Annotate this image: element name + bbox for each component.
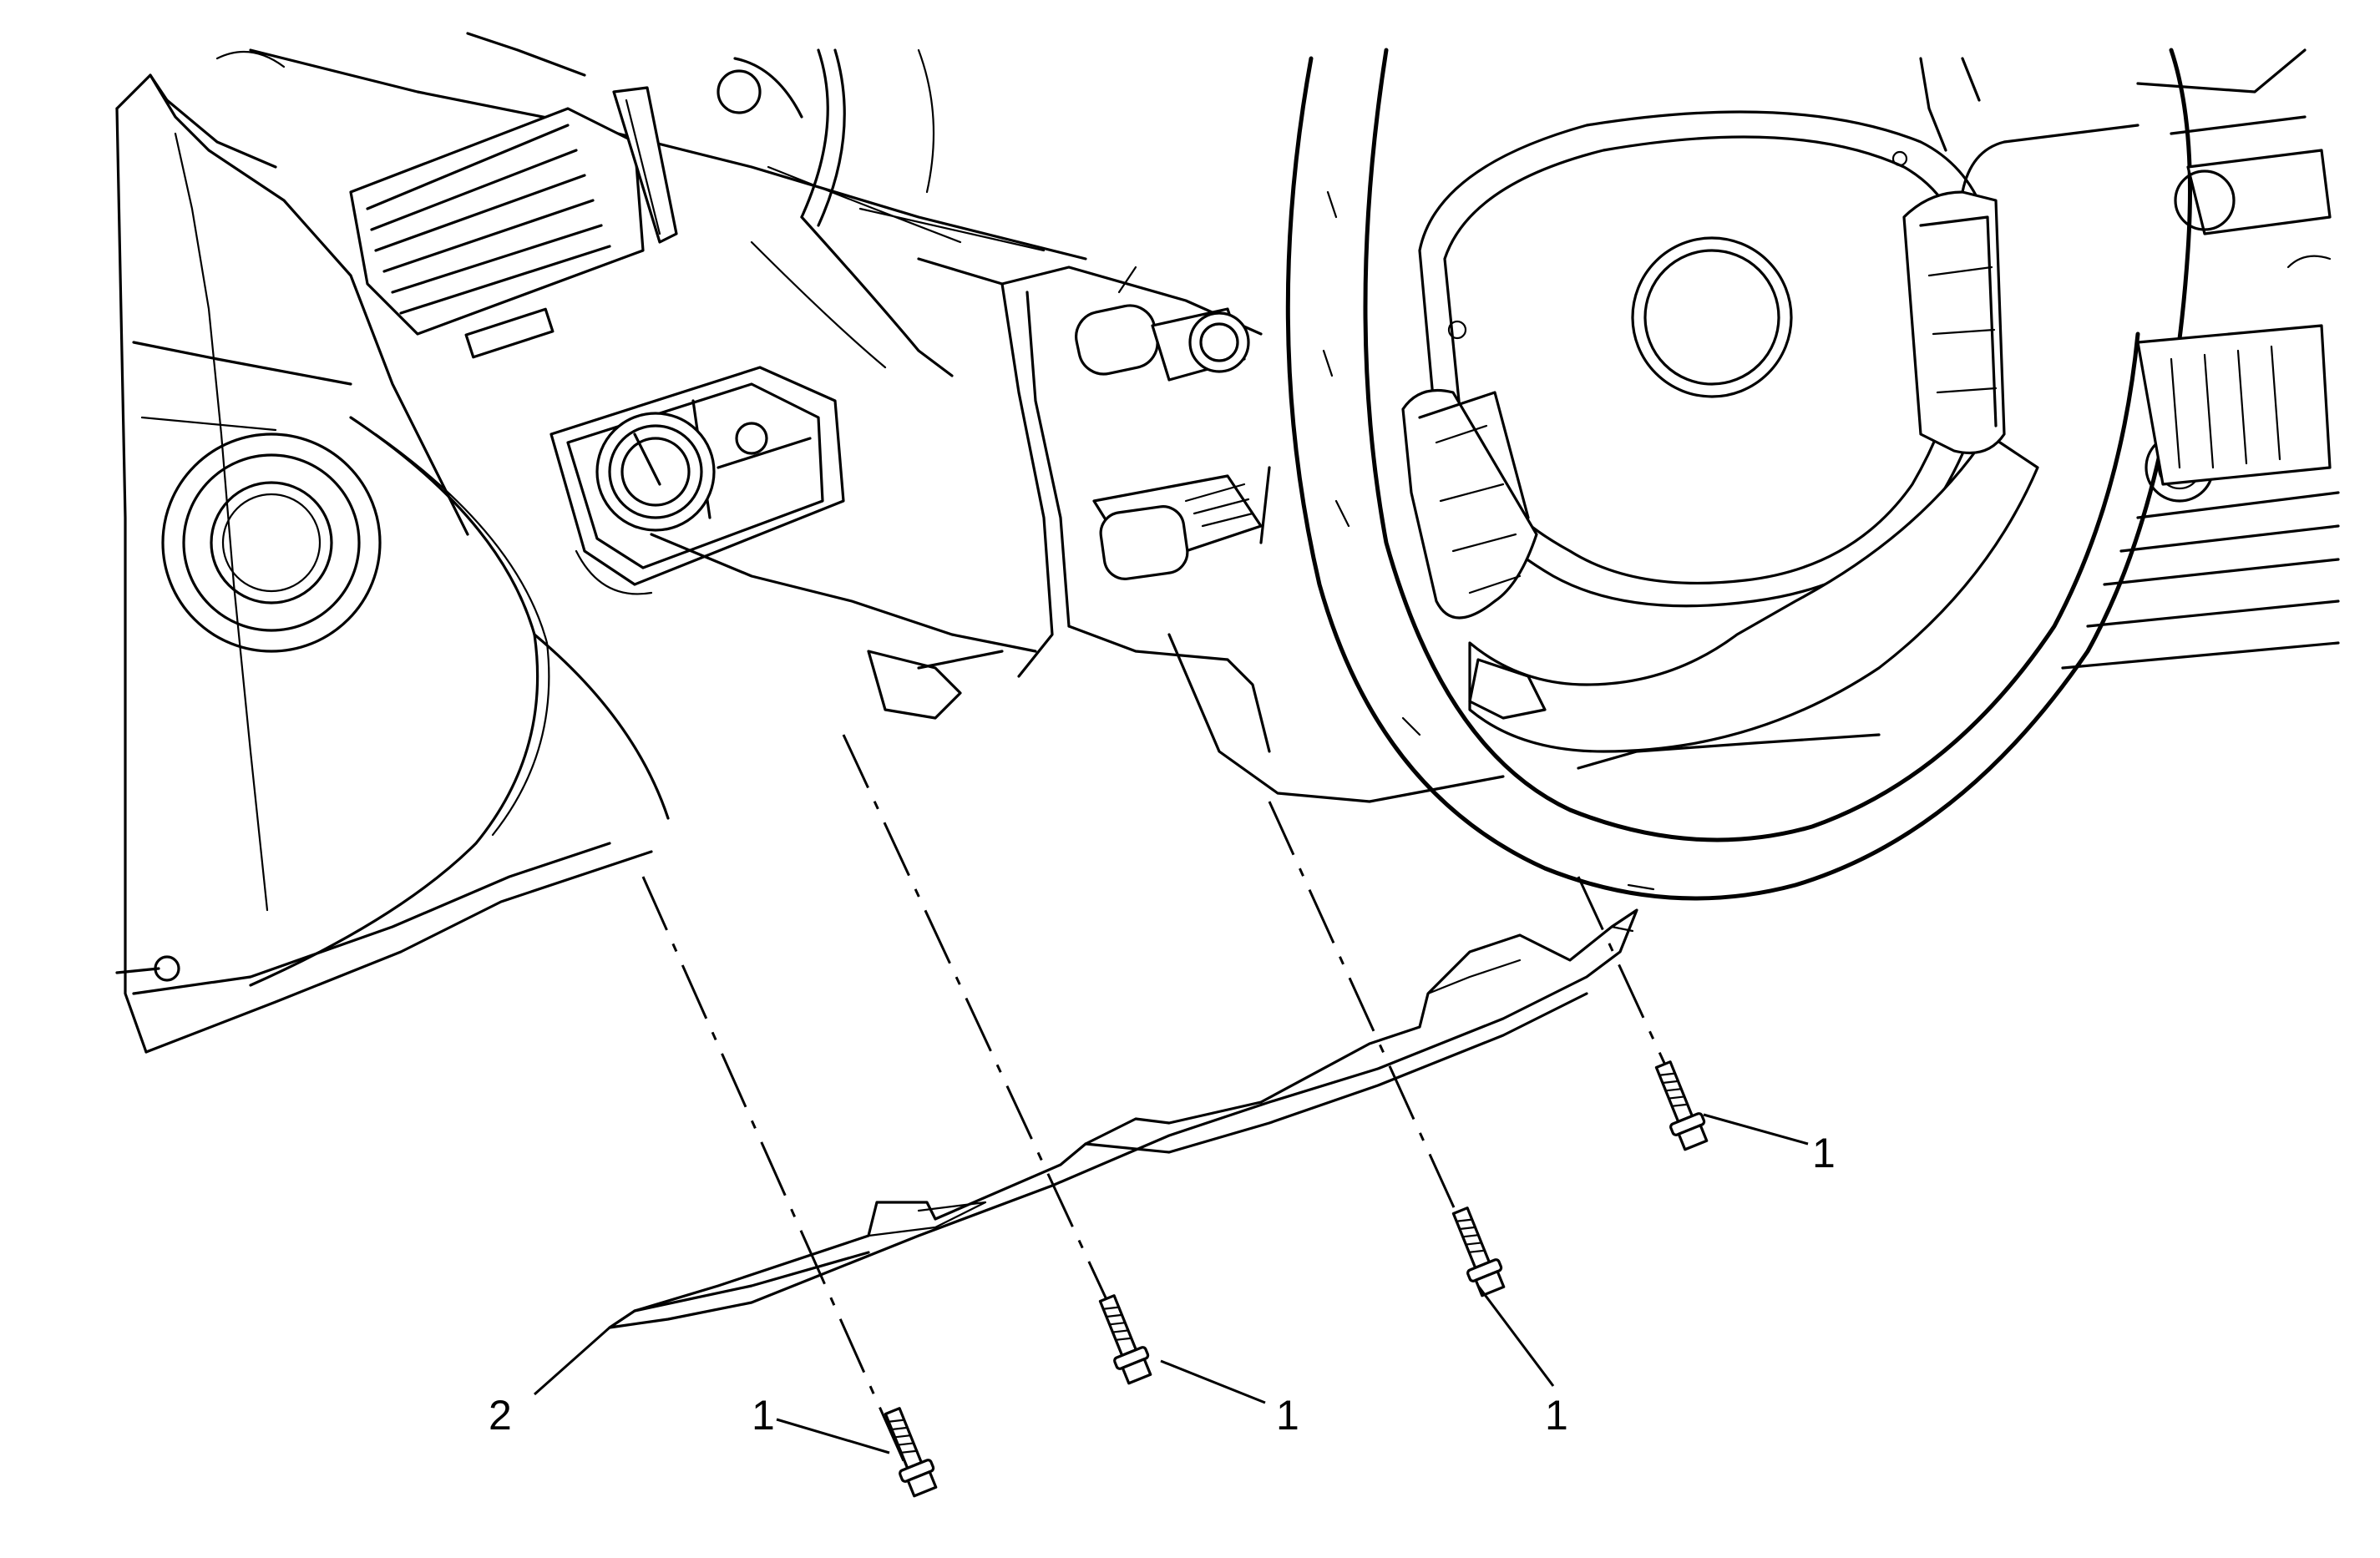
alignment-lines [641,734,1680,1495]
lower-dash-and-steering-column [650,215,1505,803]
callout-bolt-d: 1 [1812,1130,1836,1176]
bolt-1a [884,1407,938,1498]
bolt-1d [1654,1060,1709,1151]
callout-panel: 2 [489,1392,512,1439]
bolt-1b [1098,1294,1152,1385]
headlamp-switch [549,366,845,595]
bolt-1c [1451,1206,1506,1297]
dashboard-left-section [115,32,1087,1054]
knee-bolster-panel [608,908,1638,1329]
steering-wheel [1285,48,2192,901]
dashboard-right-section [1919,48,2340,670]
callout-bolt-a: 1 [752,1392,775,1439]
center-air-vent [349,86,678,359]
callout-bolt-c: 1 [1545,1392,1568,1439]
leader-lines [534,1113,1809,1454]
callout-bolt-b: 1 [1276,1392,1299,1439]
